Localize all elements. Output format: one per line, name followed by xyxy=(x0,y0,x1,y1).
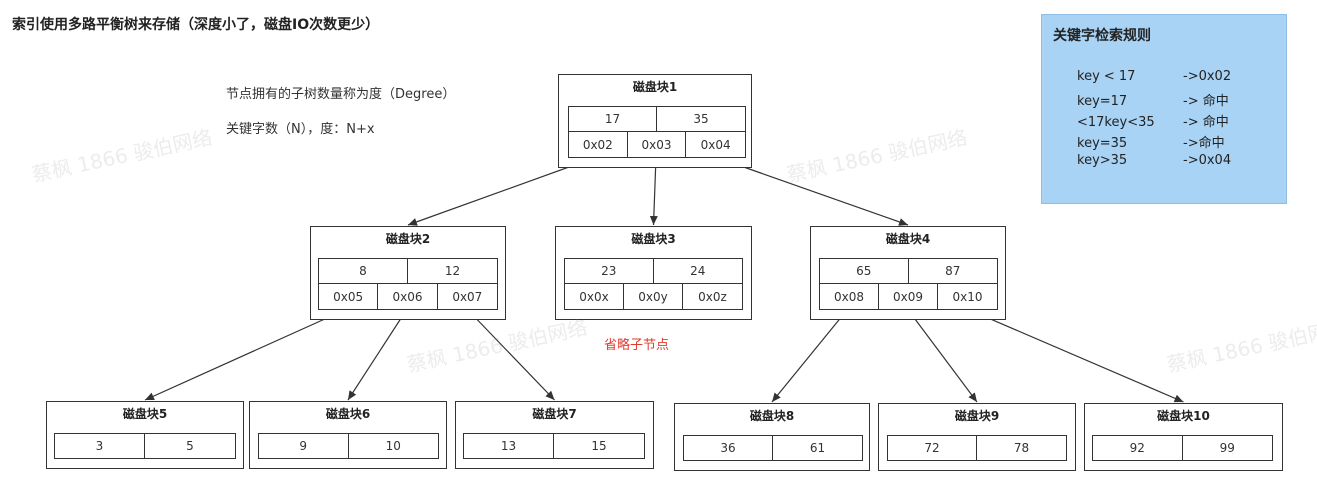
key-cell: 35 xyxy=(657,107,745,132)
disk-block-title: 磁盘块7 xyxy=(532,407,577,421)
disk-block-title: 磁盘块2 xyxy=(385,232,431,246)
key-cell: 92 xyxy=(1093,436,1183,460)
pointer-cell: 0x03 xyxy=(628,132,687,157)
rule-condition: key < 17 xyxy=(1077,69,1136,84)
rule-result: ->0x02 xyxy=(1183,69,1232,84)
rule-condition: key=17 xyxy=(1077,94,1128,109)
watermark: 蔡枫 1866 骏伯网络 xyxy=(404,315,590,377)
pointer-cell: 0x0z xyxy=(698,289,727,304)
key-pointer-table: 72 78 xyxy=(887,435,1067,461)
key-cell: 9 xyxy=(259,434,349,458)
rule-condition: key>35 xyxy=(1077,153,1128,168)
rule-condition: <17key<35 xyxy=(1077,115,1155,130)
disk-block-10: 磁盘块10 92 99 xyxy=(1084,403,1283,471)
watermark: 蔡枫 1866 骏伯网络 xyxy=(784,125,970,187)
pointer-cell: 0x09 xyxy=(879,284,938,309)
key-cell: 12 xyxy=(407,259,497,284)
key-pointer-table: 13 15 xyxy=(463,433,645,459)
search-rule-row: key=17 -> 命中 xyxy=(1077,90,1229,109)
pointer-cell: 0x04 xyxy=(700,137,731,152)
key-cell: 15 xyxy=(591,439,607,453)
search-rules-title: 关键字检索规则 xyxy=(1053,28,1151,44)
key-cell: 36 xyxy=(684,436,773,460)
disk-block-title: 磁盘块8 xyxy=(749,409,795,423)
edge-b2-to-b5 xyxy=(144,308,348,401)
disk-block-title: 磁盘块3 xyxy=(631,232,676,246)
pointer-cell: 0x08 xyxy=(820,284,879,309)
watermark: 蔡枫 1866 骏伯网络 xyxy=(29,125,215,187)
keys-degree-note: 关键字数（N），度：N+x xyxy=(226,122,375,137)
disk-block-title: 磁盘块9 xyxy=(954,409,1000,423)
disk-block-title: 磁盘块5 xyxy=(122,407,168,421)
pointer-cell: 0x06 xyxy=(378,284,438,309)
edge-b4-to-b10 xyxy=(966,308,1184,403)
pointer-cell: 0x0x xyxy=(565,284,624,309)
search-rule-row: key=35 ->命中 xyxy=(1077,132,1225,151)
pointer-cell: 0x02 xyxy=(569,132,628,157)
key-pointer-table: 92 99 xyxy=(1092,435,1273,461)
rule-result: -> 命中 xyxy=(1183,94,1229,109)
key-cell: 65 xyxy=(820,259,909,284)
key-cell: 8 xyxy=(319,259,408,284)
key-cell: 23 xyxy=(565,259,654,284)
key-cell: 87 xyxy=(908,259,997,284)
disk-block-title: 磁盘块4 xyxy=(885,232,931,246)
page-title: 索引使用多路平衡树来存储（深度小了，磁盘IO次数更少） xyxy=(12,17,380,33)
rule-condition: key=35 xyxy=(1077,136,1128,151)
edge-b4-to-b9 xyxy=(907,308,978,403)
rule-result: ->命中 xyxy=(1183,136,1225,151)
degree-definition: 节点拥有的子树数量称为度（Degree） xyxy=(226,87,456,102)
key-cell: 99 xyxy=(1219,441,1235,455)
key-cell: 13 xyxy=(464,434,554,458)
disk-block-8: 磁盘块8 36 61 xyxy=(674,403,870,471)
key-cell: 78 xyxy=(1013,441,1030,455)
disk-block-9: 磁盘块9 72 78 xyxy=(878,403,1076,471)
disk-block-title: 磁盘块6 xyxy=(325,407,371,421)
edge-b4-to-b8 xyxy=(771,308,849,403)
pointer-cell: 0x10 xyxy=(952,289,983,304)
key-cell: 24 xyxy=(653,259,742,284)
key-cell: 3 xyxy=(55,434,145,458)
key-pointer-table: 9 10 xyxy=(258,433,439,459)
search-rule-row: <17key<35 -> 命中 xyxy=(1077,111,1229,130)
key-cell: 72 xyxy=(888,436,977,460)
key-cell: 17 xyxy=(569,107,657,132)
key-cell: 10 xyxy=(385,439,401,453)
pointer-cell: 0x0y xyxy=(624,284,683,309)
disk-block-title: 磁盘块10 xyxy=(1157,409,1210,423)
edge-b2-to-b7 xyxy=(466,308,555,401)
search-rule-row: key>35 ->0x04 xyxy=(1077,153,1231,168)
key-cell: 5 xyxy=(186,439,194,453)
omitted-children-label: 省略子节点 xyxy=(604,338,670,353)
key-cell: 61 xyxy=(809,441,826,455)
watermark: 蔡枫 1866 骏伯网络 xyxy=(1164,315,1317,377)
rule-result: ->0x04 xyxy=(1183,153,1232,168)
pointer-cell: 0x05 xyxy=(319,284,379,309)
pointer-cell: 0x07 xyxy=(452,289,483,304)
disk-block-title: 磁盘块1 xyxy=(632,80,678,94)
rule-result: -> 命中 xyxy=(1183,115,1229,130)
edge-b2-to-b6 xyxy=(347,308,408,401)
disk-block-6: 磁盘块6 9 10 xyxy=(249,401,447,469)
key-pointer-table: 36 61 xyxy=(683,435,863,461)
disk-block-7: 磁盘块7 13 15 xyxy=(455,401,654,469)
search-rule-row: key < 17 ->0x02 xyxy=(1077,69,1231,84)
